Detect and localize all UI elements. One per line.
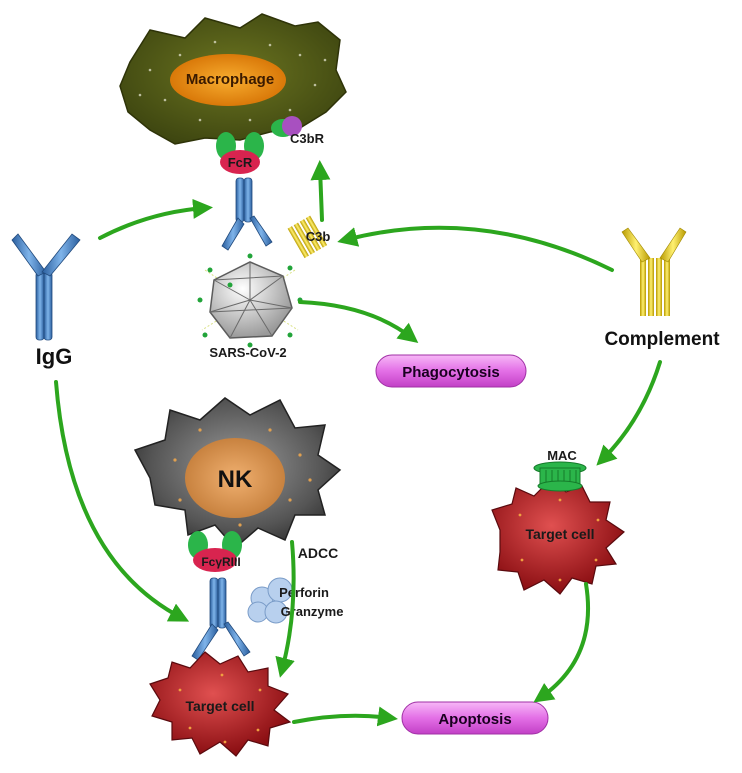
- arrow-igg-to-antibody: [98, 198, 213, 240]
- complement-molecule: Complement: [604, 227, 720, 350]
- fc-receptor: FcR: [216, 132, 264, 174]
- adcc-label: ADCC: [298, 545, 338, 561]
- target-cell-bottom: Target cell: [149, 651, 292, 757]
- arrow-target-cell-right-to-apoptosis: [533, 582, 591, 703]
- phagocytosis-pill: Phagocytosis: [375, 354, 527, 388]
- arrow-c3b-to-c3br: [310, 160, 331, 222]
- antibody-bound: [221, 177, 273, 251]
- macrophage-cell: Macrophage: [119, 13, 347, 145]
- fcgriii-label: FcγRIII: [201, 555, 240, 569]
- target-cell-right: Target cell: [491, 479, 625, 595]
- granzyme-label: Granzyme: [281, 604, 344, 619]
- phagocytosis-label: Phagocytosis: [402, 364, 500, 381]
- perforin-granzyme-cloud: Perforin Granzyme: [247, 577, 344, 624]
- fcr-label: FcR: [228, 155, 253, 170]
- arrow-complement-to-mac: [596, 360, 662, 466]
- c3b-fragment: C3b: [287, 215, 331, 259]
- macrophage-label: Macrophage: [186, 71, 274, 88]
- nk-label: NK: [218, 466, 253, 493]
- mac-complex: MAC: [533, 448, 587, 492]
- arrow-target-cell-bottom-to-apoptosis: [292, 706, 398, 727]
- sars-cov-2-label: SARS-CoV-2: [209, 345, 286, 360]
- target-cell-right-label: Target cell: [526, 526, 595, 542]
- apoptosis-pill: Apoptosis: [401, 701, 549, 735]
- complement-label: Complement: [604, 329, 720, 350]
- igg-antibody: IgG: [11, 233, 81, 369]
- nk-cell: NK: [133, 397, 342, 550]
- c3b-label: C3b: [306, 229, 331, 244]
- arrow-virus-to-phagocytosis: [298, 300, 419, 343]
- c3b-receptor: C3bR: [271, 116, 325, 146]
- c3br-label: C3bR: [290, 131, 325, 146]
- perforin-label: Perforin: [279, 585, 329, 600]
- igg-label: IgG: [36, 344, 73, 369]
- mac-label: MAC: [547, 448, 577, 463]
- antibody-adcc: [191, 577, 251, 661]
- sars-cov-2-virus: SARS-CoV-2: [197, 253, 303, 360]
- arrow-igg-to-antibody-adcc: [54, 380, 190, 622]
- fcgriii-receptor: FcγRIII: [188, 531, 242, 572]
- arrow-complement-to-c3b: [337, 225, 614, 272]
- target-cell-bottom-label: Target cell: [186, 698, 255, 714]
- arrow-adcc-to-target: [275, 540, 296, 678]
- apoptosis-label: Apoptosis: [438, 711, 511, 728]
